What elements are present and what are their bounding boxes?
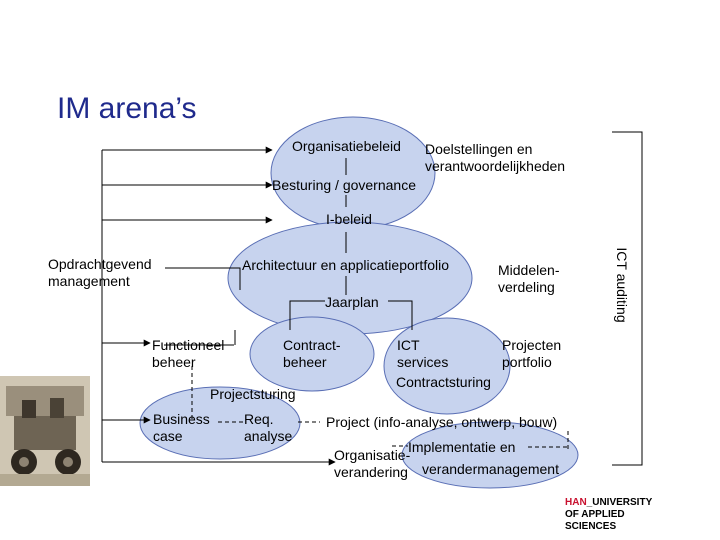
slide-title: IM arena’s — [57, 92, 197, 125]
logo-brand: HAN — [565, 497, 587, 508]
label-functioneel-2: beheer — [152, 354, 196, 370]
label-jaarplan: Jaarplan — [325, 294, 379, 310]
label-ict-auditing: ICT auditing — [614, 247, 630, 323]
auditing-bracket — [612, 131, 643, 466]
ellipse-business-case — [139, 386, 301, 460]
logo-line2: OF APPLIED SCIENCES — [565, 509, 625, 532]
label-projecten-2: portfolio — [502, 354, 552, 370]
label-doelstellingen-1: Doelstellingen en — [425, 141, 533, 157]
label-project: Project (info-analyse, ontwerp, bouw) — [326, 414, 558, 430]
label-organisatie-1: Organisatie- — [334, 447, 411, 463]
label-opdrachtgevend-1: Opdrachtgevend — [48, 256, 152, 272]
logo-line1: _UNIVERSITY — [586, 497, 653, 508]
dashed-connectors — [191, 366, 569, 450]
ellipse-architectuur — [227, 221, 473, 335]
label-contractsturing: Contractsturing — [396, 374, 491, 390]
ellipse-implementatie — [401, 421, 579, 489]
label-projectsturing: Projectsturing — [210, 386, 296, 402]
ellipse-contract — [249, 316, 375, 392]
connectors — [164, 158, 413, 346]
label-ict-services-1: ICT — [397, 337, 420, 353]
label-middelen-2: verdeling — [498, 279, 555, 295]
left-arrows — [101, 146, 336, 466]
label-business-2: case — [153, 428, 183, 444]
ellipse-ict-services — [383, 317, 511, 415]
label-ict-auditing-wrap: ICT auditing — [612, 240, 632, 330]
label-organisatiebeleid: Organisatiebeleid — [292, 138, 401, 154]
label-besturing: Besturing / governance — [272, 177, 416, 193]
vintage-car-photo — [0, 376, 90, 486]
university-logo: HAN_UNIVERSITY OF APPLIED SCIENCES — [565, 497, 675, 533]
label-contract-1: Contract- — [283, 337, 341, 353]
label-i-beleid: I-beleid — [326, 211, 372, 227]
label-req-1: Req. — [244, 411, 274, 427]
label-ict-services-2: services — [397, 354, 449, 370]
label-architectuur: Architectuur en applicatieportfolio — [242, 257, 450, 273]
label-contract-2: beheer — [283, 354, 327, 370]
label-projecten-1: Projecten — [502, 337, 562, 353]
label-middelen-1: Middelen- — [498, 262, 560, 278]
label-implementatie-2: verandermanagement — [422, 461, 559, 477]
label-req-2: analyse — [244, 428, 293, 444]
label-implementatie-1: Implementatie en — [408, 439, 516, 455]
label-doelstellingen-2: verantwoordelijkheden — [425, 158, 566, 174]
label-opdrachtgevend-2: management — [48, 273, 130, 289]
label-functioneel-1: Functioneel — [152, 337, 225, 353]
label-business-1: Business — [153, 411, 210, 427]
label-organisatie-2: verandering — [334, 464, 408, 480]
